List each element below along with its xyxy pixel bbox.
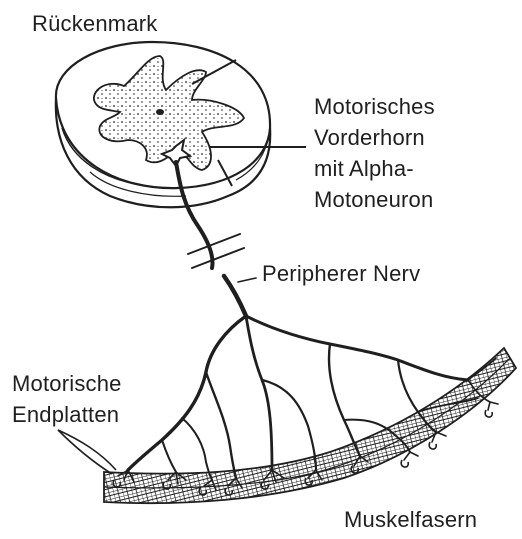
label-anterior-horn: Motorisches Vorderhorn mit Alpha- Motone…: [314, 91, 435, 215]
label-anterior-horn-line-2: Vorderhorn: [314, 122, 435, 153]
end-plates-leader: [58, 430, 116, 474]
label-peripheral-nerve: Peripherer Nerv: [262, 258, 420, 289]
label-end-plates-line-1: Motorische: [12, 368, 122, 399]
muscle-fibers: [104, 348, 516, 503]
label-end-plates-line-2: Endplatten: [12, 399, 122, 430]
label-spinal-cord: Rückenmark: [32, 8, 157, 39]
label-anterior-horn-line-1: Motorisches: [314, 91, 435, 122]
label-muscle-fibers: Muskelfasern: [344, 504, 477, 535]
label-anterior-horn-line-3: mit Alpha-: [314, 153, 435, 184]
label-anterior-horn-line-4: Motoneuron: [314, 184, 435, 215]
label-end-plates: Motorische Endplatten: [12, 368, 122, 430]
